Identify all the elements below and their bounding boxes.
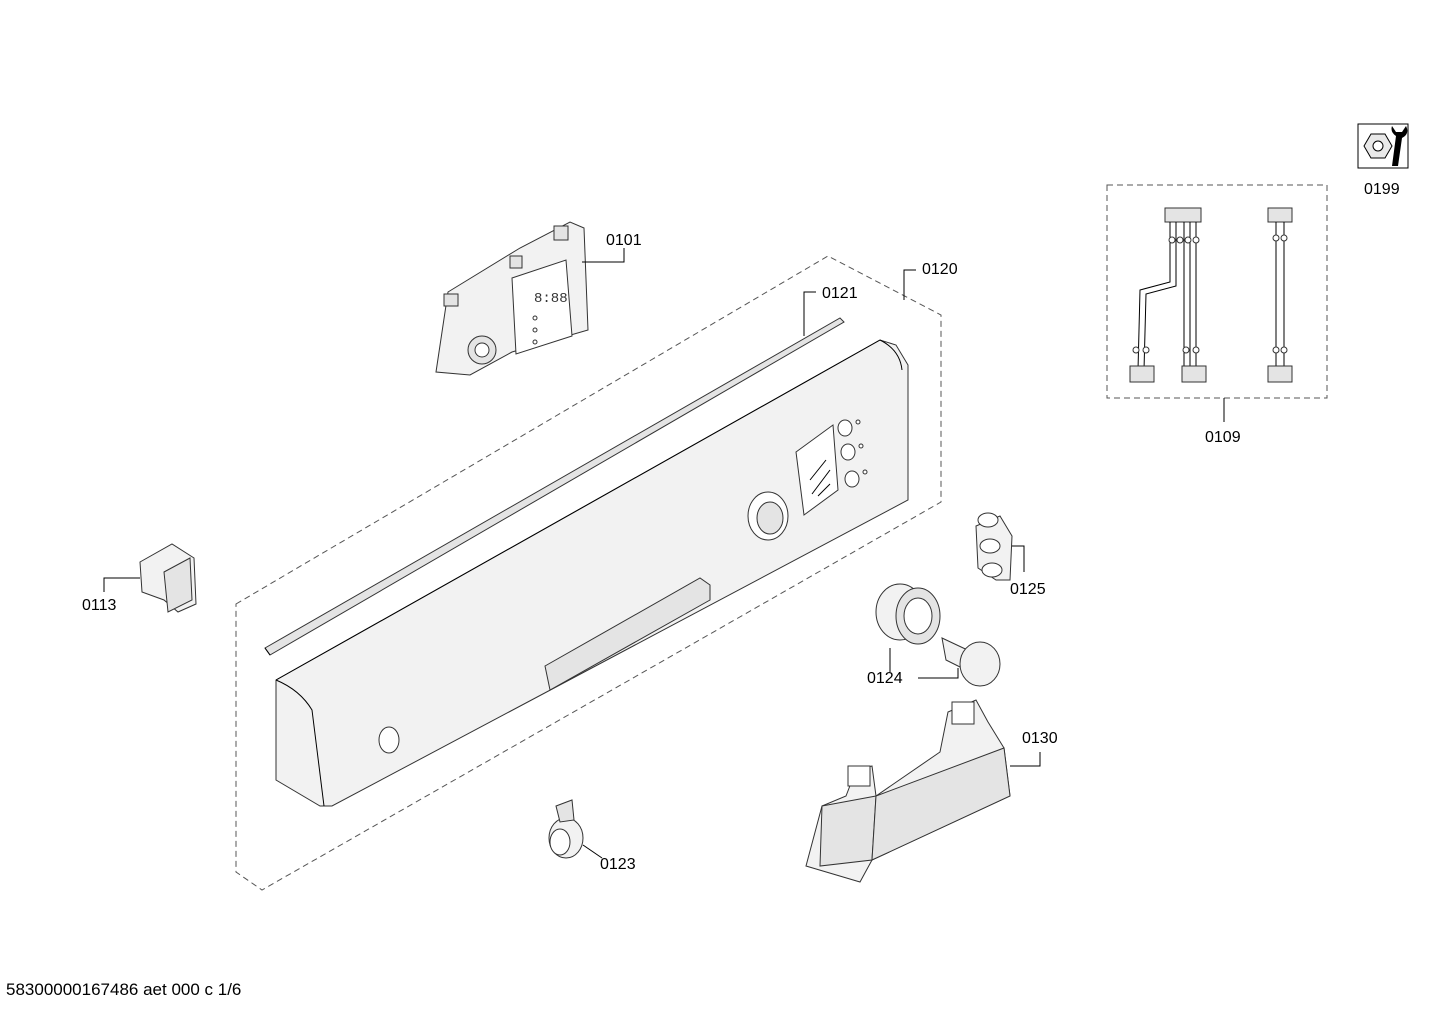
svg-text:8:88: 8:88 bbox=[534, 291, 568, 307]
group-0120-outline bbox=[235, 255, 942, 891]
part-0113-bracket[interactable] bbox=[103, 543, 197, 613]
part-0121-trim-strip[interactable] bbox=[264, 317, 845, 656]
callout-0120: 0120 bbox=[922, 261, 958, 278]
part-0123-button[interactable] bbox=[548, 799, 603, 859]
callout-0125: 0125 bbox=[1010, 581, 1046, 598]
callout-0123: 0123 bbox=[600, 856, 636, 873]
part-0125-button-strip[interactable] bbox=[975, 512, 1025, 581]
callout-0101: 0101 bbox=[606, 232, 642, 249]
callout-0121: 0121 bbox=[822, 285, 858, 302]
wrench-nut-icon bbox=[1357, 123, 1409, 169]
callout-0199: 0199 bbox=[1364, 181, 1400, 198]
part-0109-wire-harness[interactable] bbox=[1106, 184, 1328, 422]
leader-0120 bbox=[903, 269, 916, 300]
part-control-panel-fascia[interactable] bbox=[275, 339, 909, 807]
callout-0109: 0109 bbox=[1205, 429, 1241, 446]
part-0130-housing[interactable] bbox=[805, 699, 1041, 883]
document-id: 58300000167486 aet 000 c 1/6 bbox=[6, 980, 242, 999]
leader-0121 bbox=[803, 291, 816, 336]
callout-0124: 0124 bbox=[867, 670, 903, 687]
part-0101-electronic-module[interactable]: 8:88 bbox=[435, 221, 625, 376]
callout-0130: 0130 bbox=[1022, 730, 1058, 747]
callout-0113: 0113 bbox=[82, 597, 117, 614]
part-0124-knob-assembly[interactable] bbox=[875, 583, 1001, 687]
